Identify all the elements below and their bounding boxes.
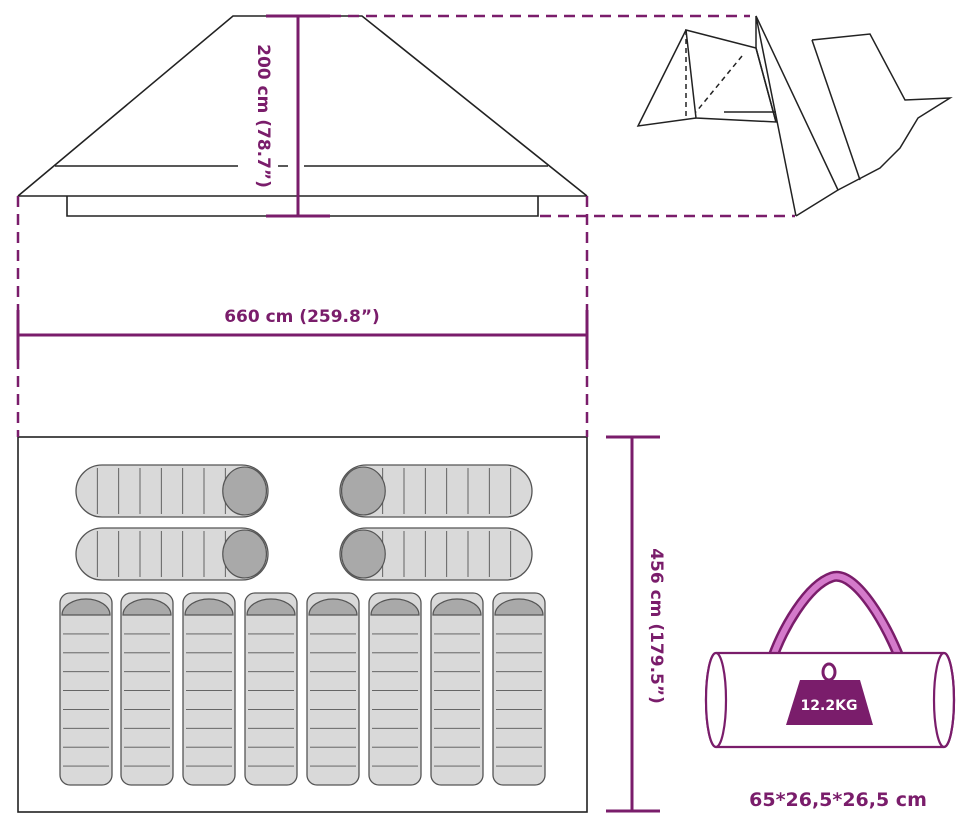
- dimension-lines: [16, 14, 795, 813]
- sleeping-bag-icon: [306, 592, 360, 786]
- sleeping-bag-icon: [430, 592, 484, 786]
- sleeping-bags: [59, 464, 546, 786]
- sleeping-bag-icon: [339, 527, 533, 581]
- height-label-bg: [238, 30, 278, 190]
- sleeping-bag-icon: [492, 592, 546, 786]
- depth-label: 456 cm (179.5”): [646, 548, 666, 704]
- width-label: 660 cm (259.8”): [224, 307, 380, 327]
- width-label-bg: [205, 302, 405, 328]
- sleeping-bag-icon: [75, 464, 269, 518]
- tent-front-icon: [17, 15, 588, 217]
- sleeping-bag-icon: [59, 592, 113, 786]
- sleeping-bag-icon: [368, 592, 422, 786]
- weight-label: 12.2KG: [801, 698, 858, 714]
- sleeping-bag-icon: [75, 527, 269, 581]
- height-label: 200 cm (78.7”): [253, 44, 273, 188]
- bag-size-label: 65*26,5*26,5 cm: [749, 789, 927, 811]
- sleeping-bag-icon: [244, 592, 298, 786]
- sleeping-bag-icon: [182, 592, 236, 786]
- weight-icon: [786, 662, 873, 725]
- floor-plan: [17, 436, 588, 813]
- sleeping-bag-icon: [120, 592, 174, 786]
- sleeping-bag-icon: [339, 464, 533, 518]
- tent-3d-icon: [636, 15, 953, 217]
